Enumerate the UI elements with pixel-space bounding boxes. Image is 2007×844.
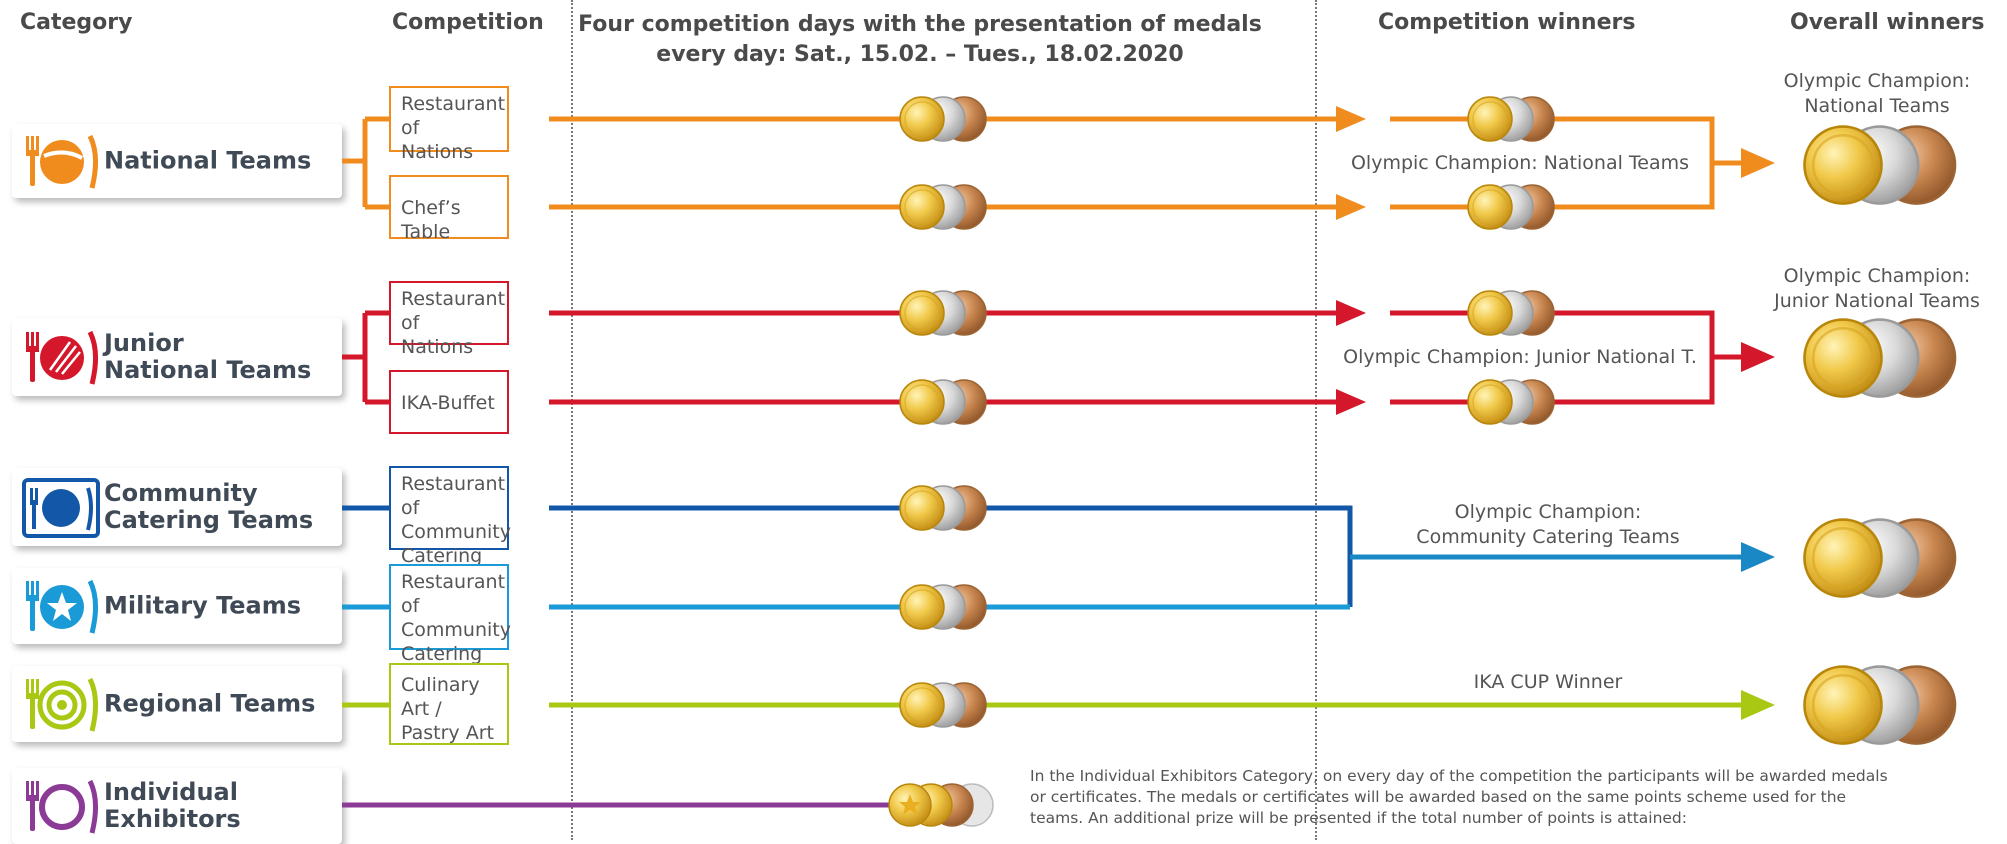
junior-national-teams-icon	[26, 330, 98, 385]
winner-label-junior: Olympic Champion: Junior National T.	[1333, 345, 1707, 370]
category-card-junior-national-teams: Junior National Teams	[12, 318, 342, 396]
medal-group-large	[1803, 665, 1957, 745]
header-competition: Competition	[392, 10, 544, 35]
overall-medals	[1803, 125, 1957, 745]
medal-group-large	[1803, 518, 1957, 598]
medal-group-large	[1803, 125, 1957, 205]
national-arrows	[1336, 106, 1775, 220]
medal-group-large	[1803, 318, 1957, 398]
competition-box: Culinary Art / Pastry Art	[389, 663, 509, 745]
category-label: National Teams	[104, 146, 312, 175]
winner-medals	[1467, 96, 1555, 425]
category-label: Community Catering Teams	[104, 479, 314, 534]
header-category: Category	[20, 10, 133, 35]
national-teams-icon	[26, 134, 98, 189]
individual-exhibitors-note: In the Individual Exhibitors Category, o…	[1030, 767, 1888, 827]
category-card-military-teams: Military Teams	[12, 568, 342, 644]
star-icon	[899, 794, 921, 815]
medal-group	[899, 584, 987, 630]
individual-exhibitors-icon	[26, 779, 98, 834]
category-label: Regional Teams	[104, 689, 316, 718]
medal-group	[1467, 96, 1555, 142]
regional-arrow	[1741, 690, 1775, 720]
separator-right	[1315, 0, 1317, 840]
winner-label-community: Olympic Champion: Community Catering Tea…	[1416, 501, 1680, 548]
category-card-community-catering-teams: Community Catering Teams	[12, 468, 342, 546]
header-days-line2: every day: Sat., 15.02. – Tues., 18.02.2…	[656, 42, 1184, 67]
competition-box: Chef’s Table	[389, 175, 509, 243]
medal-group	[899, 682, 987, 728]
category-label: Individual Exhibitors	[104, 778, 241, 833]
winner-label-ika-cup: IKA CUP Winner	[1473, 671, 1623, 693]
overall-label-national: Olympic Champion: National Teams	[1783, 70, 1971, 117]
daily-medals	[899, 96, 987, 728]
medal-group	[899, 379, 987, 425]
competition-box: Restaurant of Nations	[389, 86, 509, 163]
medal-group	[899, 184, 987, 230]
category-card-individual-exhibitors: Individual Exhibitors	[12, 768, 342, 844]
competition-box: IKA-Buffet	[389, 370, 509, 434]
individual-medals	[888, 783, 994, 827]
header-competition-days: Four competition days with the presentat…	[570, 10, 1270, 70]
header-overall-winners: Overall winners	[1790, 10, 1985, 35]
medal-group	[1467, 379, 1555, 425]
header-competition-winners: Competition winners	[1378, 10, 1636, 35]
overall-label-junior: Olympic Champion: Junior National Teams	[1774, 265, 1980, 312]
competition-box: Restaurant of Community Catering	[389, 564, 511, 665]
military-teams-icon	[26, 579, 98, 634]
separator-left	[571, 0, 573, 840]
community-arrow	[1741, 542, 1775, 572]
competition-box: Restaurant of Nations	[389, 281, 509, 358]
header-days-line1: Four competition days with the presentat…	[578, 12, 1262, 37]
medal-group	[899, 96, 987, 142]
category-card-regional-teams: Regional Teams	[12, 666, 342, 742]
medal-group	[899, 485, 987, 531]
competition-box: Restaurant of Community Catering	[389, 466, 511, 567]
medal-group	[1467, 184, 1555, 230]
community-catering-teams-icon	[22, 478, 100, 538]
winner-label-national: Olympic Champion: National Teams	[1340, 151, 1700, 176]
junior-arrows	[1336, 300, 1775, 415]
medal-group	[1467, 290, 1555, 336]
category-label: Junior National Teams	[104, 329, 312, 384]
medal-group	[899, 290, 987, 336]
category-label: Military Teams	[104, 591, 302, 620]
regional-teams-icon	[26, 677, 98, 732]
category-card-national-teams: National Teams	[12, 124, 342, 198]
